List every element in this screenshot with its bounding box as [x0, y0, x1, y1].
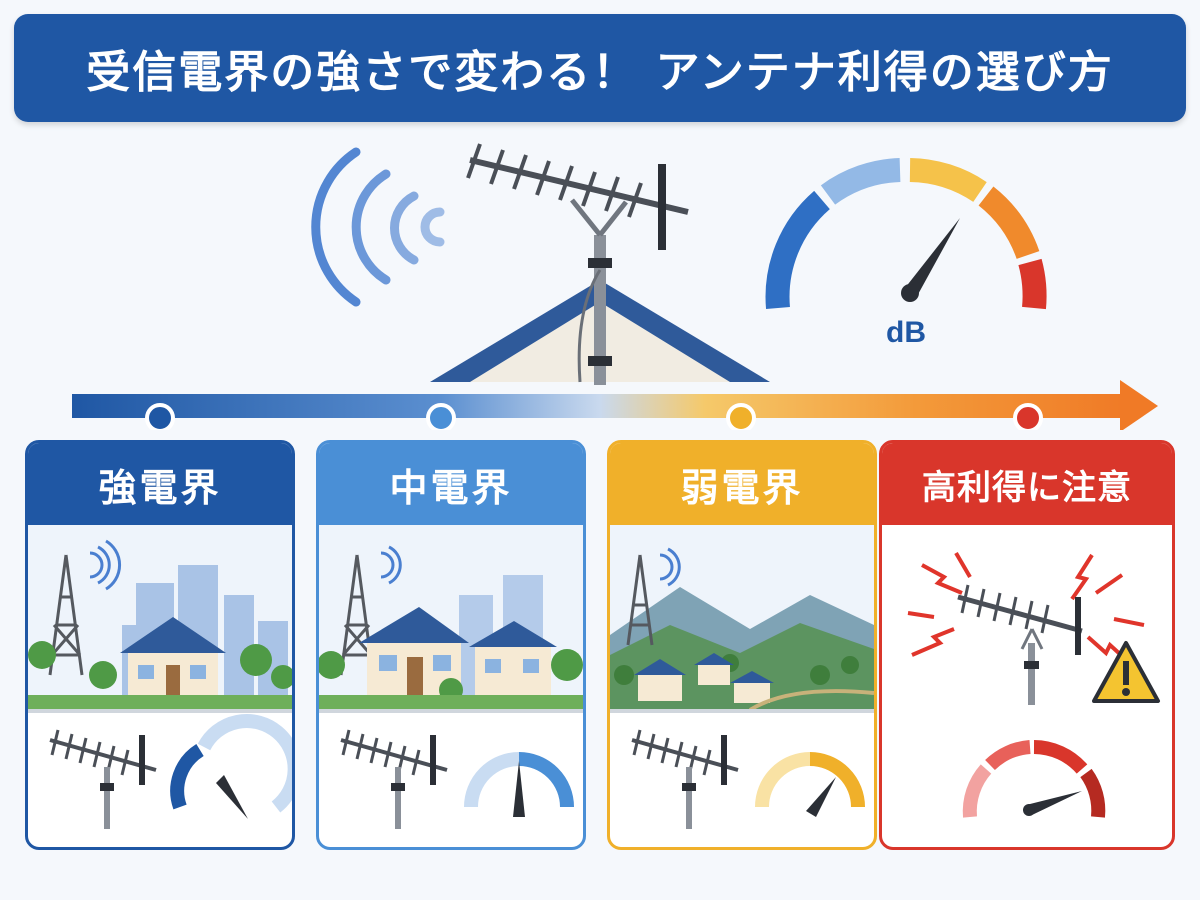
timeline-dot-strong — [145, 403, 175, 430]
title-banner: 受信電界の強さで変わる！ アンテナ利得の選び方 — [14, 14, 1186, 122]
card-weak-header: 弱電界 — [610, 443, 874, 525]
card-weak-label: 弱電界 — [680, 465, 804, 510]
timeline-dot-caution — [1013, 403, 1043, 430]
card-strong-field: 強電界 — [25, 440, 295, 850]
yagi-antenna-icon — [340, 729, 448, 829]
transmission-tower-icon — [626, 554, 654, 646]
gauge-icon — [755, 752, 865, 817]
house-icon — [634, 653, 774, 703]
card-strong-header: 強電界 — [28, 443, 292, 525]
transmission-tower-icon — [339, 554, 375, 676]
signal-waves-icon — [311, 147, 445, 307]
lightning-burst-icon — [907, 551, 1145, 667]
timeline-dot-medium — [426, 403, 456, 430]
yagi-antenna-icon — [957, 584, 1083, 705]
gauge-icon — [170, 714, 292, 819]
gauge-icon — [464, 752, 574, 817]
timeline-dot-weak — [726, 403, 756, 430]
house-icon — [120, 617, 226, 701]
yagi-antenna-icon — [49, 729, 157, 829]
card-medium-field: 中電界 — [316, 440, 586, 850]
signal-strength-arrow — [72, 380, 1158, 430]
gauge-icon — [962, 740, 1106, 818]
yagi-antenna-icon — [466, 143, 689, 385]
card-medium-header: 中電界 — [319, 443, 583, 525]
card-caution-label: 高利得に注意 — [922, 467, 1132, 508]
page-title: 受信電界の強さで変わる！ アンテナ利得の選び方 — [86, 47, 1114, 98]
db-gauge-icon — [765, 158, 1047, 310]
yagi-antenna-icon — [631, 729, 739, 829]
city-scene-illustration — [28, 525, 292, 829]
card-strong-label: 強電界 — [98, 465, 222, 510]
card-weak-field: 弱電界 — [607, 440, 877, 850]
overload-illustration — [907, 551, 1160, 818]
card-caution-header: 高利得に注意 — [882, 443, 1172, 525]
hero-illustration: dB — [72, 143, 1158, 430]
gauge-unit-label: dB — [886, 316, 926, 349]
suburb-scene-illustration — [319, 525, 583, 829]
house-icon — [469, 621, 557, 699]
card-high-gain-caution: 高利得に注意 — [879, 440, 1175, 850]
transmission-tower-icon — [48, 554, 84, 676]
card-medium-label: 中電界 — [389, 465, 513, 510]
warning-icon — [1092, 641, 1160, 703]
mountain-scene-illustration — [610, 525, 874, 829]
